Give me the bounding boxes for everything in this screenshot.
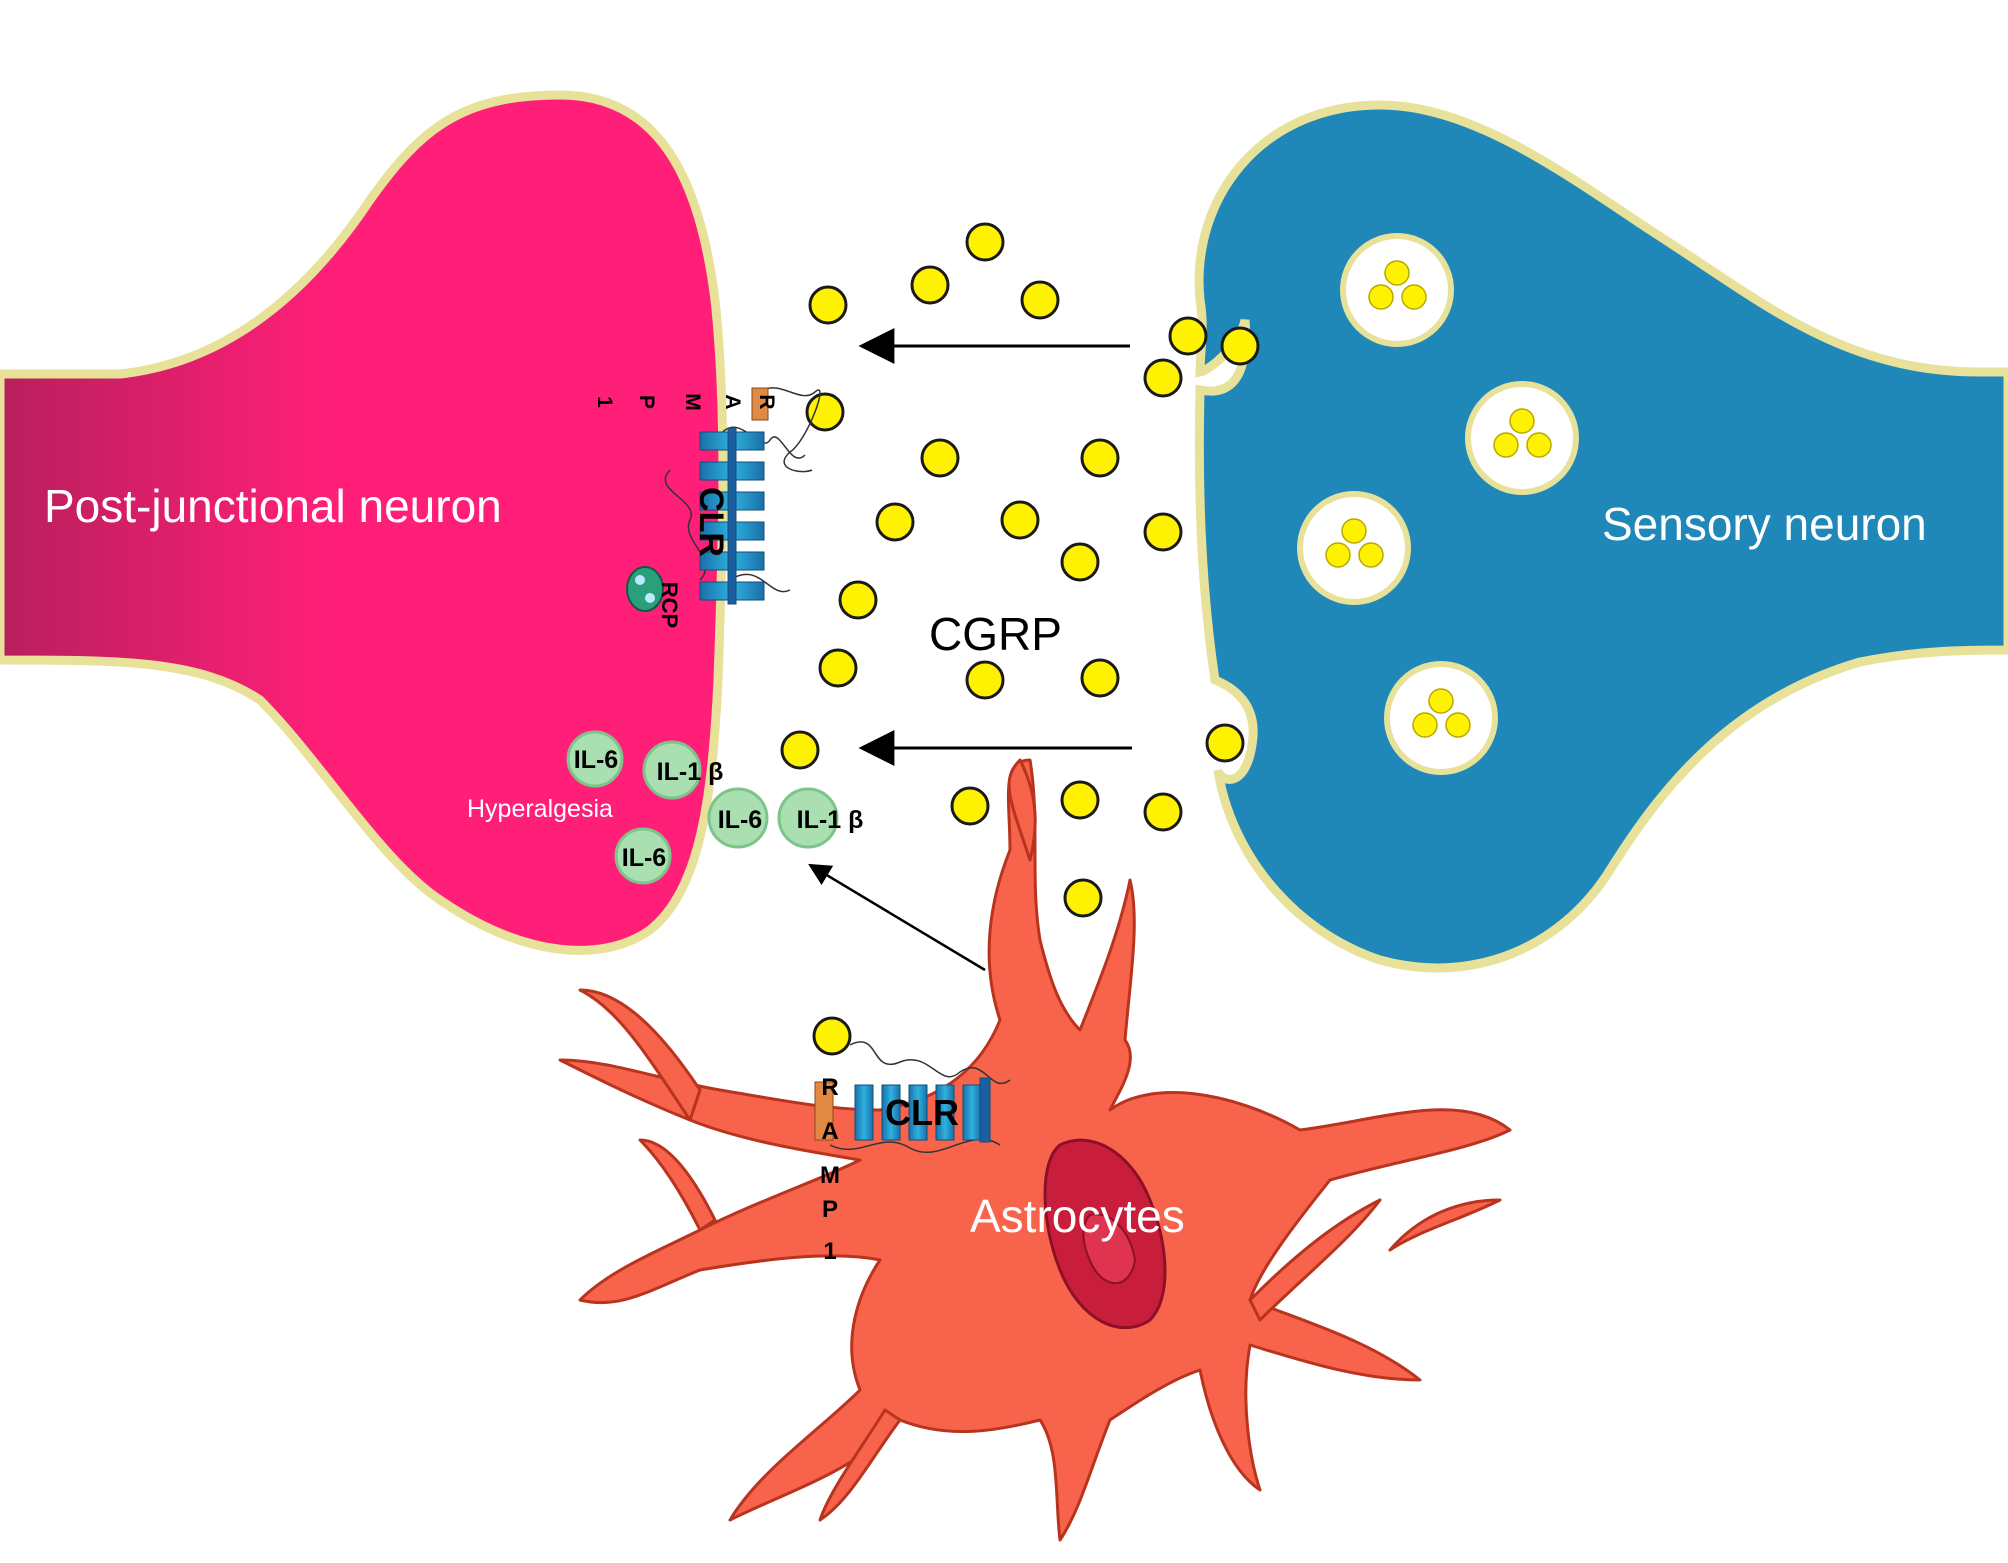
astrocyte-process xyxy=(818,1408,902,1522)
astrocyte-process xyxy=(578,988,702,1122)
cytokine-arrow xyxy=(808,863,986,972)
cytokine-il6 xyxy=(566,730,624,788)
sensory-neuron xyxy=(1194,100,2008,973)
ramp1-protein xyxy=(751,387,769,421)
ramp1-letter: P xyxy=(635,395,658,409)
ramp1-letter: 1 xyxy=(823,1238,836,1265)
ramp1-letter: M xyxy=(681,393,704,411)
astrocytes-label: Astrocytes xyxy=(970,1190,1185,1242)
ramp1-letter: M xyxy=(820,1162,840,1189)
clr-receptor xyxy=(699,427,765,605)
synaptic-vesicle xyxy=(1340,233,1454,347)
cgrp-particle xyxy=(1220,326,1260,366)
neuron-receptor-complex: R A M P 1 CLR RCP xyxy=(593,387,821,628)
astrocyte-nucleus xyxy=(1043,1138,1167,1330)
cgrp-particle xyxy=(1060,542,1100,582)
cgrp-label: CGRP xyxy=(929,608,1062,660)
il6-label: IL-6 xyxy=(622,844,666,872)
astrocyte-receptor-complex: CLR R A M P 1 xyxy=(814,1041,1011,1265)
cgrp-particle xyxy=(1080,658,1120,698)
clr-receptor xyxy=(854,1077,991,1143)
rcp-protein xyxy=(626,566,664,612)
cgrp-particle xyxy=(818,648,858,688)
cgrp-particle xyxy=(965,660,1005,700)
ramp1-letter: P xyxy=(822,1196,838,1223)
ramp1-letter: 1 xyxy=(593,396,616,408)
synaptic-vesicle xyxy=(1384,661,1498,775)
cgrp-particle xyxy=(1000,500,1040,540)
il6-label: IL-6 xyxy=(718,806,762,834)
cgrp-particle xyxy=(1063,878,1103,918)
cytokine-il6 xyxy=(707,787,769,849)
ramp1-letter: R xyxy=(755,394,778,409)
cytokine-il6 xyxy=(614,827,672,885)
cgrp-particle xyxy=(808,285,848,325)
astrocyte-process xyxy=(1007,758,1037,862)
cgrp-particle xyxy=(1080,438,1120,478)
post-junctional-neuron-body xyxy=(0,90,728,955)
cgrp-particle xyxy=(1143,792,1183,832)
cgrp-particle xyxy=(1143,512,1183,552)
cgrp-particle xyxy=(1060,780,1100,820)
clr-label-astrocyte: CLR xyxy=(885,1092,959,1133)
cytokine-il1b xyxy=(642,740,702,800)
cgrp-particle xyxy=(1020,280,1060,320)
cgrp-particle xyxy=(920,438,960,478)
cgrp-particle xyxy=(950,786,990,826)
cytokine-il1b xyxy=(777,787,839,849)
cgrp-particle xyxy=(875,502,915,542)
cgrp-particle xyxy=(780,730,820,770)
cgrp-particle xyxy=(838,580,878,620)
il6-label: IL-6 xyxy=(574,746,618,774)
astrocyte-process xyxy=(638,1138,717,1232)
cgrp-particle xyxy=(1168,316,1208,356)
ramp1-letter: R xyxy=(821,1074,838,1101)
rcp-label: RCP xyxy=(657,582,682,628)
cgrp-particle xyxy=(910,265,950,305)
cgrp-particle xyxy=(812,1016,852,1056)
cytokines: IL-6 IL-1 β IL-6 IL-6 IL-1 β xyxy=(566,730,864,885)
ramp1-letter: A xyxy=(821,1118,838,1145)
il1b-label: IL-1 β xyxy=(797,806,864,834)
cgrp-particle xyxy=(1143,358,1183,398)
synaptic-vesicle xyxy=(1297,491,1411,605)
post-junctional-neuron-label: Post-junctional neuron xyxy=(44,480,502,532)
hyperalgesia-label: Hyperalgesia xyxy=(467,795,613,823)
post-junctional-neuron xyxy=(0,90,728,955)
astrocyte xyxy=(558,758,1512,1542)
synaptic-vesicle xyxy=(1465,381,1579,495)
cgrp-particle xyxy=(1205,723,1245,763)
cgrp-particles xyxy=(780,222,1260,1056)
astrocyte-process xyxy=(1248,1198,1382,1322)
il1b-label: IL-1 β xyxy=(657,758,724,786)
ramp1-protein xyxy=(814,1081,834,1141)
cgrp-particle xyxy=(805,392,845,432)
sensory-neuron-label: Sensory neuron xyxy=(1602,498,1927,550)
clr-label-neuron: CLR xyxy=(692,487,730,557)
astrocyte-process xyxy=(1388,1198,1502,1252)
cgrp-particle xyxy=(965,222,1005,262)
ramp1-letter: A xyxy=(721,394,744,409)
